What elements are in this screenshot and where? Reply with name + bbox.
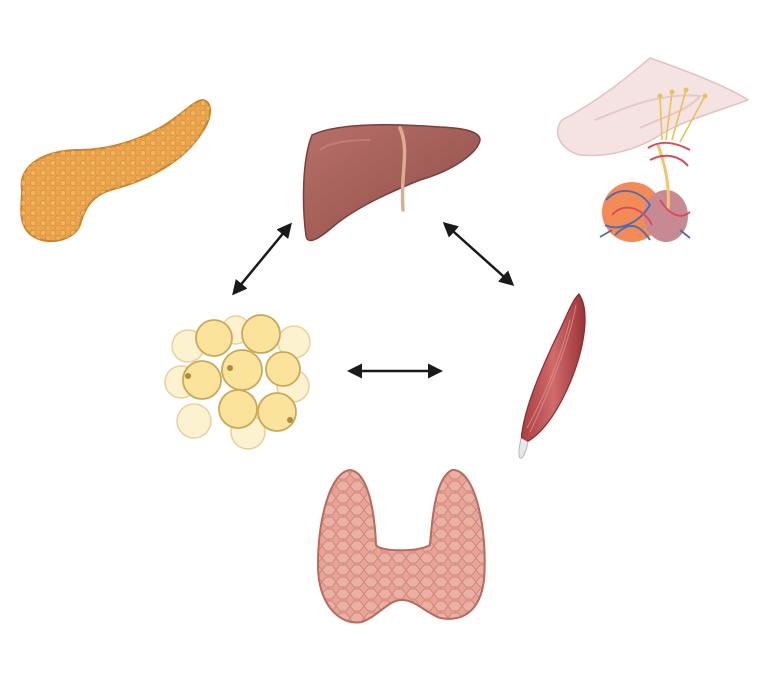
liver-icon xyxy=(304,125,480,241)
adipose-tissue-icon xyxy=(165,315,310,449)
pancreas-icon xyxy=(21,100,210,241)
arrow-liver-muscle xyxy=(445,224,512,284)
arrow-liver-adipose xyxy=(234,225,290,293)
skeletal-muscle-icon xyxy=(519,294,585,458)
thyroid-icon xyxy=(318,470,485,623)
pituitary-icon xyxy=(558,58,748,242)
